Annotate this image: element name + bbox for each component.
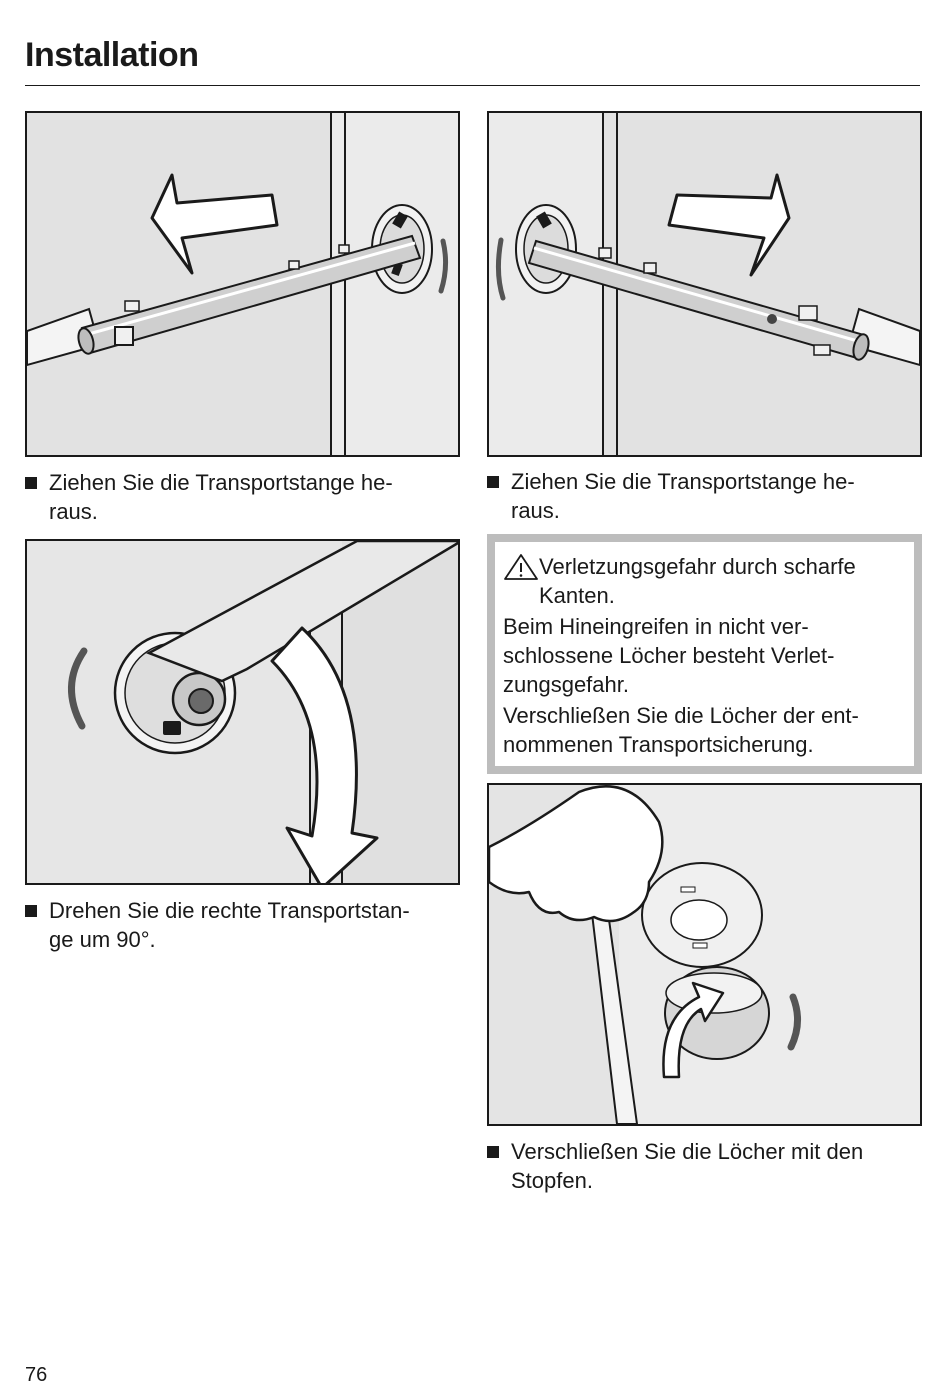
bullet-square-icon <box>25 905 37 917</box>
bullet-square-icon <box>25 477 37 489</box>
instruction-step-3: Drehen Sie die rechte Transportstan- ge … <box>25 896 460 954</box>
warning-box: Verletzungsgefahr durch scharfe Kanten. … <box>487 534 922 774</box>
title-divider <box>25 85 920 86</box>
page-number: 76 <box>25 1364 48 1386</box>
warning-triangle-icon <box>504 554 538 580</box>
instruction-step-2: Ziehen Sie die Transportstange he- raus. <box>487 467 922 525</box>
page-title: Installation <box>25 36 199 74</box>
figure-pull-rod-left <box>25 111 460 457</box>
step-3-text: Drehen Sie die rechte Transportstan- ge … <box>49 898 410 952</box>
figure-pull-rod-right <box>487 111 922 457</box>
instruction-step-4: Verschließen Sie die Löcher mit den Stop… <box>487 1137 922 1195</box>
instruction-step-1: Ziehen Sie die Transportstange he- raus. <box>25 468 460 526</box>
bullet-square-icon <box>487 476 499 488</box>
figure-insert-stopper <box>487 783 922 1126</box>
step-4-text: Verschließen Sie die Löcher mit den Stop… <box>511 1139 864 1193</box>
step-2-text: Ziehen Sie die Transportstange he- raus. <box>511 469 855 523</box>
warning-paragraph-2: Verschließen Sie die Löcher der ent- nom… <box>503 703 859 757</box>
warning-heading: Verletzungsgefahr durch scharfe Kanten. <box>539 554 856 608</box>
step-1-text: Ziehen Sie die Transportstange he- raus. <box>49 470 393 524</box>
figure-rotate-rod <box>25 539 460 885</box>
warning-paragraph-1: Beim Hineingreifen in nicht ver- schloss… <box>503 614 835 697</box>
bullet-square-icon <box>487 1146 499 1158</box>
